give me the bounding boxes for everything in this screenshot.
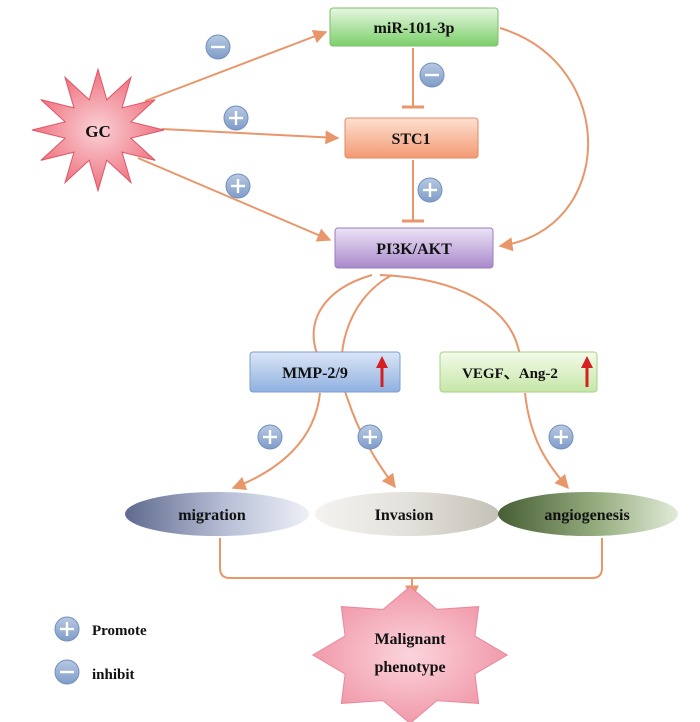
pi3k-label: PI3K/AKT [376, 241, 452, 258]
edge-bracket [219, 538, 603, 579]
mir-node: miR-101-3p [329, 7, 499, 47]
legend-promote: Promote [54, 616, 147, 642]
migration-node: migration [125, 492, 309, 536]
edge-gc-stc1 [161, 128, 340, 145]
edge-gc-pi3k [137, 157, 332, 242]
gc-node: GC [31, 67, 165, 193]
gc-label: GC [85, 122, 111, 141]
invasion-label: Invasion [375, 507, 434, 524]
mmp-node: MMP-2/9 [249, 351, 401, 393]
legend-promote-label: Promote [92, 623, 147, 639]
legend-plus-icon [54, 616, 80, 642]
plus-icon-gc-stc1 [223, 105, 249, 131]
mmp-label: MMP-2/9 [282, 365, 348, 382]
edge-mir-pi3k [498, 27, 590, 252]
vegf-label: VEGF、Ang-2 [462, 366, 558, 382]
edge-pi3k-invasion [340, 274, 396, 489]
legend: Promote inhibit [54, 616, 147, 685]
invasion-node: Invasion [315, 492, 499, 536]
plus-icon-gc-pi3k [225, 173, 251, 199]
minus-icon-gc-mir [205, 34, 231, 60]
malignant-phenotype-node: Malignant phenotype [311, 585, 509, 722]
minus-icon-mir-stc1 [419, 62, 445, 88]
plus-icon-stc1-pi3k [417, 177, 443, 203]
plus-icon-vegf-angiogenesis [548, 424, 574, 450]
angiogenesis-node: angiogenesis [498, 492, 678, 536]
plus-icon-pi3k-invasion [357, 424, 383, 450]
legend-inhibit-label: inhibit [92, 667, 135, 683]
edge-vegf-angiogenesis [524, 392, 569, 490]
malignant-label-line2: phenotype [374, 659, 445, 676]
mir-label: miR-101-3p [374, 20, 455, 37]
edge-pi3k-vegf [379, 274, 521, 357]
migration-label: migration [178, 507, 246, 524]
edge-pi3k-mmp [312, 274, 373, 357]
vegf-node: VEGF、Ang-2 [439, 351, 598, 393]
plus-icon-mmp-migration [257, 424, 283, 450]
edge-gc-mir [144, 29, 328, 102]
stc1-node: STC1 [344, 117, 479, 159]
pi3k-node: PI3K/AKT [334, 227, 494, 269]
angiogenesis-label: angiogenesis [544, 507, 629, 524]
malignant-label-line1: Malignant [374, 631, 446, 648]
legend-minus-icon [54, 659, 80, 685]
stc1-label: STC1 [391, 131, 430, 148]
legend-inhibit: inhibit [54, 659, 135, 685]
edge-mmp-migration [231, 392, 321, 491]
